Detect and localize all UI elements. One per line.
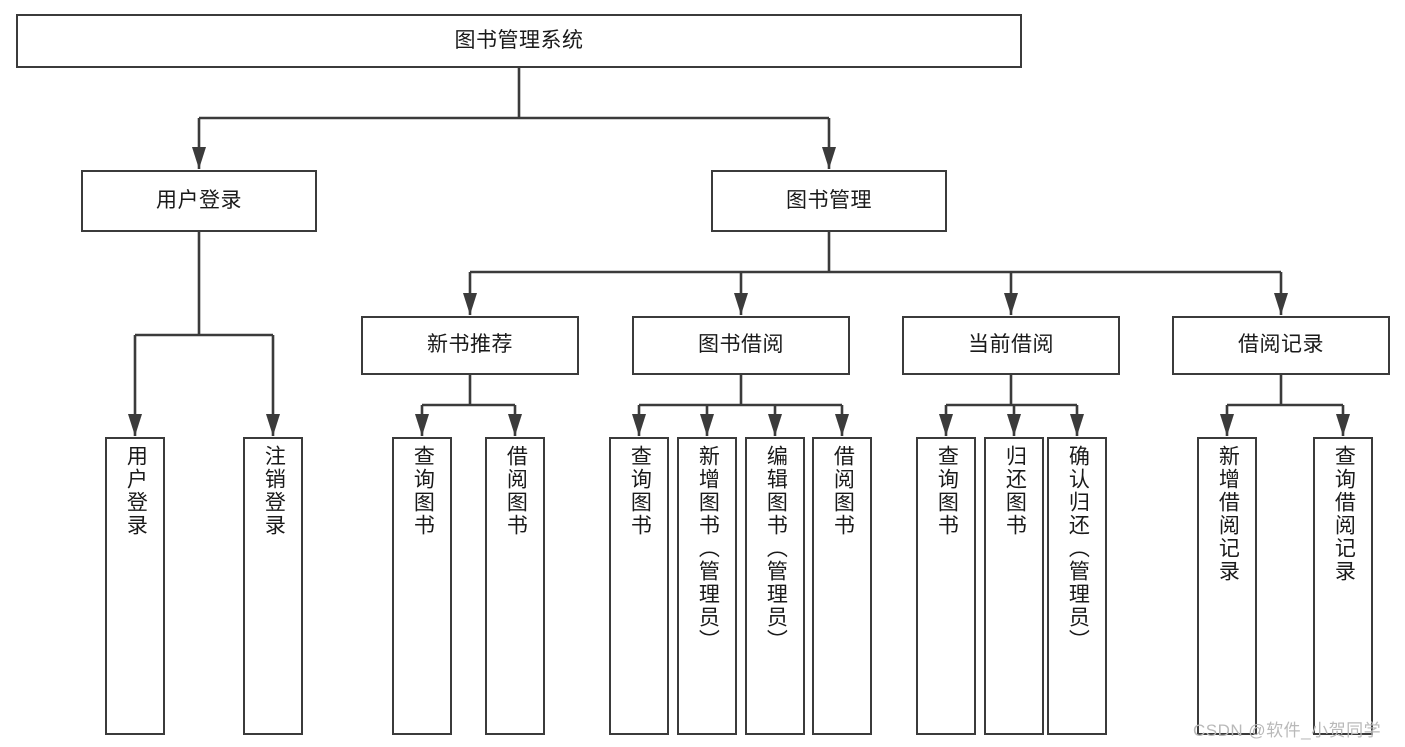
node-label: 用户登录 — [156, 188, 242, 212]
arrow-head-leaf-rec-2 — [1336, 414, 1350, 436]
arrow-head-newbook — [463, 293, 477, 315]
node-leaf-cur-2[interactable]: 归还图书 — [984, 437, 1044, 735]
node-label: 归还图书 — [1003, 445, 1027, 537]
arrow-head-records — [1274, 293, 1288, 315]
node-borrow[interactable]: 图书借阅 — [632, 316, 850, 375]
arrow-head-leaf-cur-1 — [939, 414, 953, 436]
node-current[interactable]: 当前借阅 — [902, 316, 1120, 375]
node-root[interactable]: 图书管理系统 — [16, 14, 1022, 68]
node-label: 图书管理 — [786, 188, 872, 212]
node-leaf-cur-3[interactable]: 确认归还（管理员） — [1047, 437, 1107, 735]
node-label: 借阅记录 — [1238, 333, 1324, 357]
arrow-head-current — [1004, 293, 1018, 315]
node-leaf-new-1[interactable]: 查询图书 — [392, 437, 452, 735]
arrow-head-leaf-rec-1 — [1220, 414, 1234, 436]
node-label: 当前借阅 — [968, 333, 1054, 357]
watermark: CSDN @软件_小贺同学 — [1193, 721, 1382, 740]
arrow-head-leaf-bor-1 — [632, 414, 646, 436]
node-leaf-bor-2[interactable]: 新增图书（管理员） — [677, 437, 737, 735]
node-label: 借阅图书 — [831, 445, 855, 537]
arrow-head-leaf-new-2 — [508, 414, 522, 436]
node-leaf-login-2[interactable]: 注销登录 — [243, 437, 303, 735]
node-label: 新增借阅记录 — [1216, 445, 1240, 583]
node-label: 图书借阅 — [698, 333, 784, 357]
node-leaf-cur-1[interactable]: 查询图书 — [916, 437, 976, 735]
arrow-head-leaf-cur-3 — [1070, 414, 1084, 436]
node-label: 图书管理系统 — [454, 28, 584, 52]
arrow-head-bookmgmt — [822, 147, 836, 169]
arrow-head-borrow — [734, 293, 748, 315]
arrow-head-leaf-login-2 — [266, 414, 280, 436]
node-leaf-rec-1[interactable]: 新增借阅记录 — [1197, 437, 1257, 735]
node-leaf-bor-4[interactable]: 借阅图书 — [812, 437, 872, 735]
arrow-head-leaf-bor-3 — [768, 414, 782, 436]
node-label: 新增图书（管理员） — [696, 445, 720, 652]
node-label: 注销登录 — [262, 445, 286, 537]
node-label: 用户登录 — [124, 445, 148, 537]
node-label: 借阅图书 — [504, 445, 528, 537]
node-label: 查询借阅记录 — [1332, 445, 1356, 583]
node-leaf-rec-2[interactable]: 查询借阅记录 — [1313, 437, 1373, 735]
node-label: 查询图书 — [411, 445, 435, 537]
arrow-head-leaf-cur-2 — [1007, 414, 1021, 436]
node-label: 查询图书 — [935, 445, 959, 537]
node-records[interactable]: 借阅记录 — [1172, 316, 1390, 375]
node-newbook[interactable]: 新书推荐 — [361, 316, 579, 375]
arrow-head-leaf-login-1 — [128, 414, 142, 436]
node-label: 编辑图书（管理员） — [764, 445, 788, 652]
node-login[interactable]: 用户登录 — [81, 170, 317, 232]
node-leaf-new-2[interactable]: 借阅图书 — [485, 437, 545, 735]
node-bookmgmt[interactable]: 图书管理 — [711, 170, 947, 232]
arrow-head-leaf-bor-2 — [700, 414, 714, 436]
node-leaf-bor-3[interactable]: 编辑图书（管理员） — [745, 437, 805, 735]
arrow-head-leaf-new-1 — [415, 414, 429, 436]
node-leaf-login-1[interactable]: 用户登录 — [105, 437, 165, 735]
arrow-head-login — [192, 147, 206, 169]
node-label: 确认归还（管理员） — [1066, 445, 1090, 652]
arrow-head-leaf-bor-4 — [835, 414, 849, 436]
node-label: 新书推荐 — [427, 333, 513, 357]
node-leaf-bor-1[interactable]: 查询图书 — [609, 437, 669, 735]
node-label: 查询图书 — [628, 445, 652, 537]
